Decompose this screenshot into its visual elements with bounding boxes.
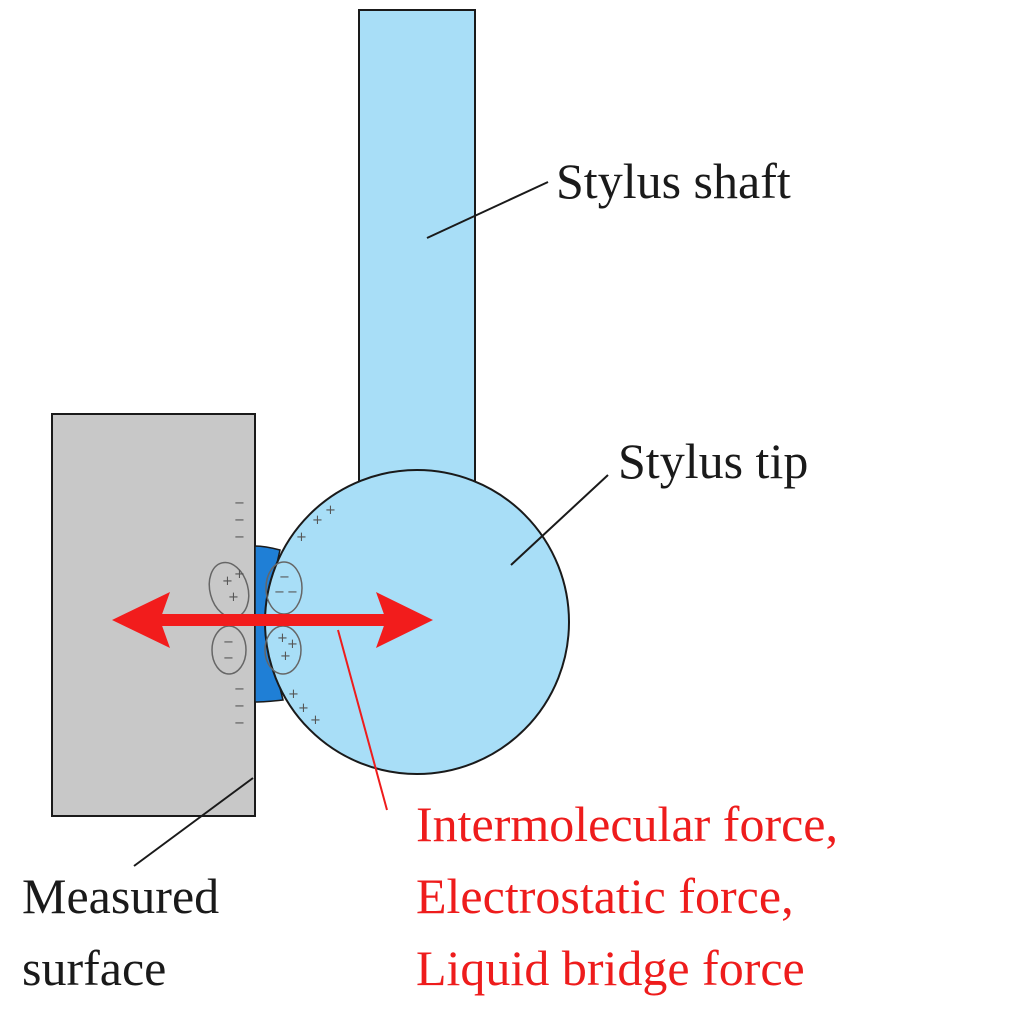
surface-charge-minus-1: − <box>234 496 245 511</box>
surface-charges: − − − − − − + + + − − <box>222 496 245 731</box>
surface-dipole-plus-2: + <box>234 567 245 582</box>
leader-line-stylus-shaft <box>426 181 549 239</box>
double-headed-arrow-icon <box>112 592 433 648</box>
surface-dipole-plus-3: + <box>228 590 239 605</box>
label-force-line1: Intermolecular force, <box>416 796 838 852</box>
force-arrow-head-right <box>376 592 433 648</box>
tip-charges: + + + + + + − − − + + + <box>274 503 336 728</box>
tip-dipole-plus-3: + <box>280 649 291 664</box>
surface-charge-minus-4: − <box>234 682 245 697</box>
surface-charge-minus-3: − <box>234 530 245 545</box>
surface-charge-minus-6: − <box>234 716 245 731</box>
leader-line-forces <box>337 629 388 811</box>
tip-charge-plus-3: + <box>296 530 307 545</box>
tip-dipole-plus-2: + <box>287 637 298 652</box>
label-stylus-shaft: Stylus shaft <box>556 153 791 209</box>
tip-charge-plus-5: + <box>298 701 309 716</box>
force-arrow-shaft <box>160 614 386 626</box>
label-stylus-tip: Stylus tip <box>618 433 808 489</box>
surface-dipole-minus-2: − <box>223 651 234 666</box>
tip-charge-plus-6: + <box>310 713 321 728</box>
stylus-shaft <box>358 9 476 491</box>
tip-dipole-minus-2: − <box>274 585 285 600</box>
tip-dipole-minus-3: − <box>287 585 298 600</box>
label-measured-surface-line2: surface <box>22 940 166 996</box>
label-measured-surface-line1: Measured <box>22 868 219 924</box>
tip-dipole-minus-1: − <box>279 570 290 585</box>
surface-dipole-plus-1: + <box>222 574 233 589</box>
surface-charge-minus-2: − <box>234 513 245 528</box>
label-force-line3: Liquid bridge force <box>416 940 805 996</box>
leader-line-stylus-tip <box>510 474 609 566</box>
tip-charge-plus-4: + <box>288 687 299 702</box>
force-arrow-head-left <box>112 592 170 648</box>
tip-charge-plus-2: + <box>325 503 336 518</box>
surface-dipole-minus-1: − <box>223 635 234 650</box>
leader-line-measured-surface <box>133 777 254 867</box>
label-force-line2: Electrostatic force, <box>416 868 794 924</box>
tip-charge-plus-1: + <box>312 513 323 528</box>
tip-dipole-plus-1: + <box>277 631 288 646</box>
surface-charge-minus-5: − <box>234 699 245 714</box>
